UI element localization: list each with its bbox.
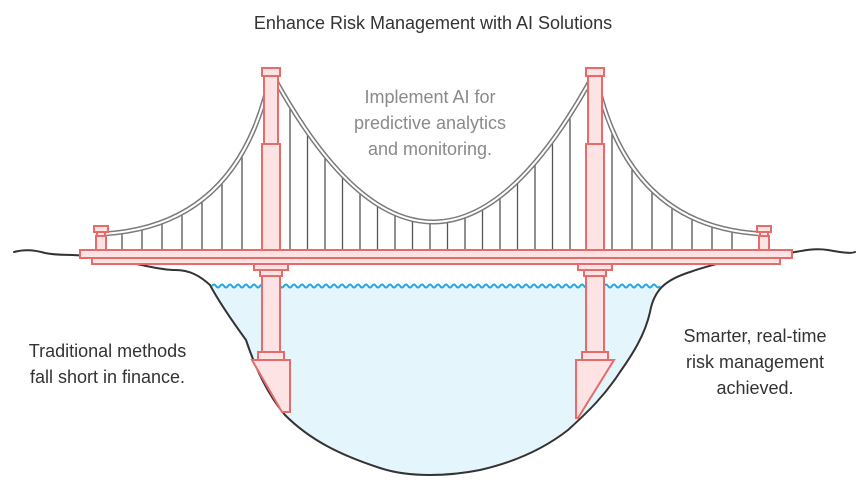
tower-left [250, 67, 291, 413]
ravine-water [210, 285, 655, 475]
middle-caption-line: predictive analytics [353, 113, 507, 133]
right-caption-line: risk management [685, 352, 825, 372]
end-post-right [756, 225, 772, 251]
end-post-left [93, 225, 109, 251]
middle-caption-line: Implement AI for [364, 87, 496, 107]
right-caption: Smarter, real-time risk management achie… [650, 323, 860, 401]
left-caption-line: Traditional methods [28, 341, 187, 361]
middle-caption-line: and monitoring. [367, 139, 493, 159]
left-caption-line: fall short in finance. [29, 367, 186, 387]
suspension-hangers [121, 107, 733, 250]
right-caption-line: Smarter, real-time [683, 326, 827, 346]
main-cables-inner [99, 71, 765, 235]
bridge-deck [79, 249, 793, 265]
diagram-title: Enhance Risk Management with AI Solution… [253, 13, 613, 33]
tower-right [575, 67, 616, 419]
middle-caption: Implement AI for predictive analytics an… [330, 84, 530, 162]
left-caption: Traditional methods fall short in financ… [0, 338, 215, 390]
right-caption-line: achieved. [716, 378, 794, 398]
